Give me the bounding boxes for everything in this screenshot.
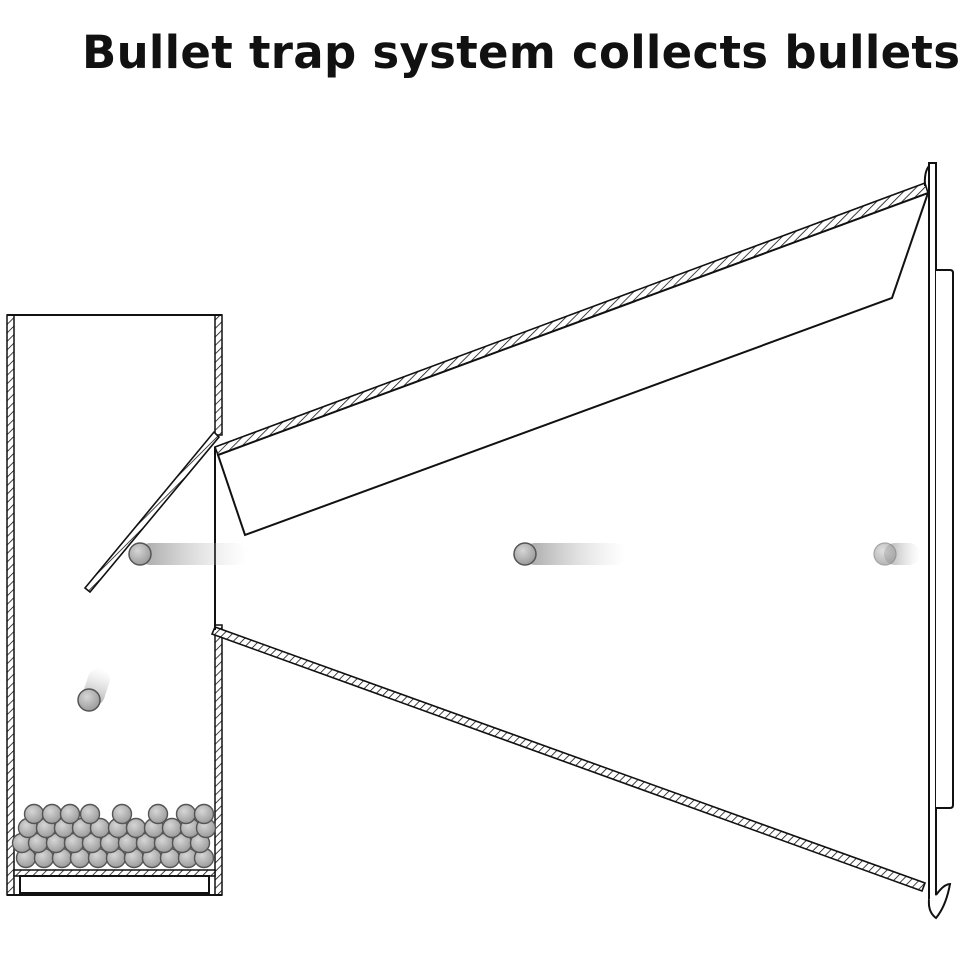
back-plate [923,162,954,920]
bin-base [19,875,210,894]
bullet-pile [11,803,217,869]
collected-bullet [193,803,215,825]
bin-right-wall-upper [214,314,223,436]
bin-right-wall-lower [214,624,223,896]
diagram-title: Bullet trap system collects bullets [82,26,960,79]
collected-bullet [147,803,169,825]
back-plate-top-hook [923,165,930,187]
back-plate-body [928,162,937,906]
collected-bullet [23,803,45,825]
bullet-in-flight-2 [513,542,626,566]
bullet-in-flight-1 [128,542,247,566]
back-plate-bottom-hook [927,882,952,920]
bin-left-wall [6,314,15,896]
bullet-in-flight-3 [873,542,920,566]
collected-bullet [125,817,147,839]
bullet-falling [77,668,110,712]
collection-bin [6,314,223,896]
collected-bullet [175,803,197,825]
collected-bullet [59,803,81,825]
deflector-plate [83,430,221,594]
collected-bullet [41,803,63,825]
funnel-lower-wall [210,625,927,893]
collected-bullet [161,817,183,839]
funnel-cone [210,181,930,893]
collected-bullet [79,803,101,825]
collected-bullet [111,803,133,825]
funnel-inner-baffle [216,191,930,537]
back-plate-bracket [936,269,954,809]
